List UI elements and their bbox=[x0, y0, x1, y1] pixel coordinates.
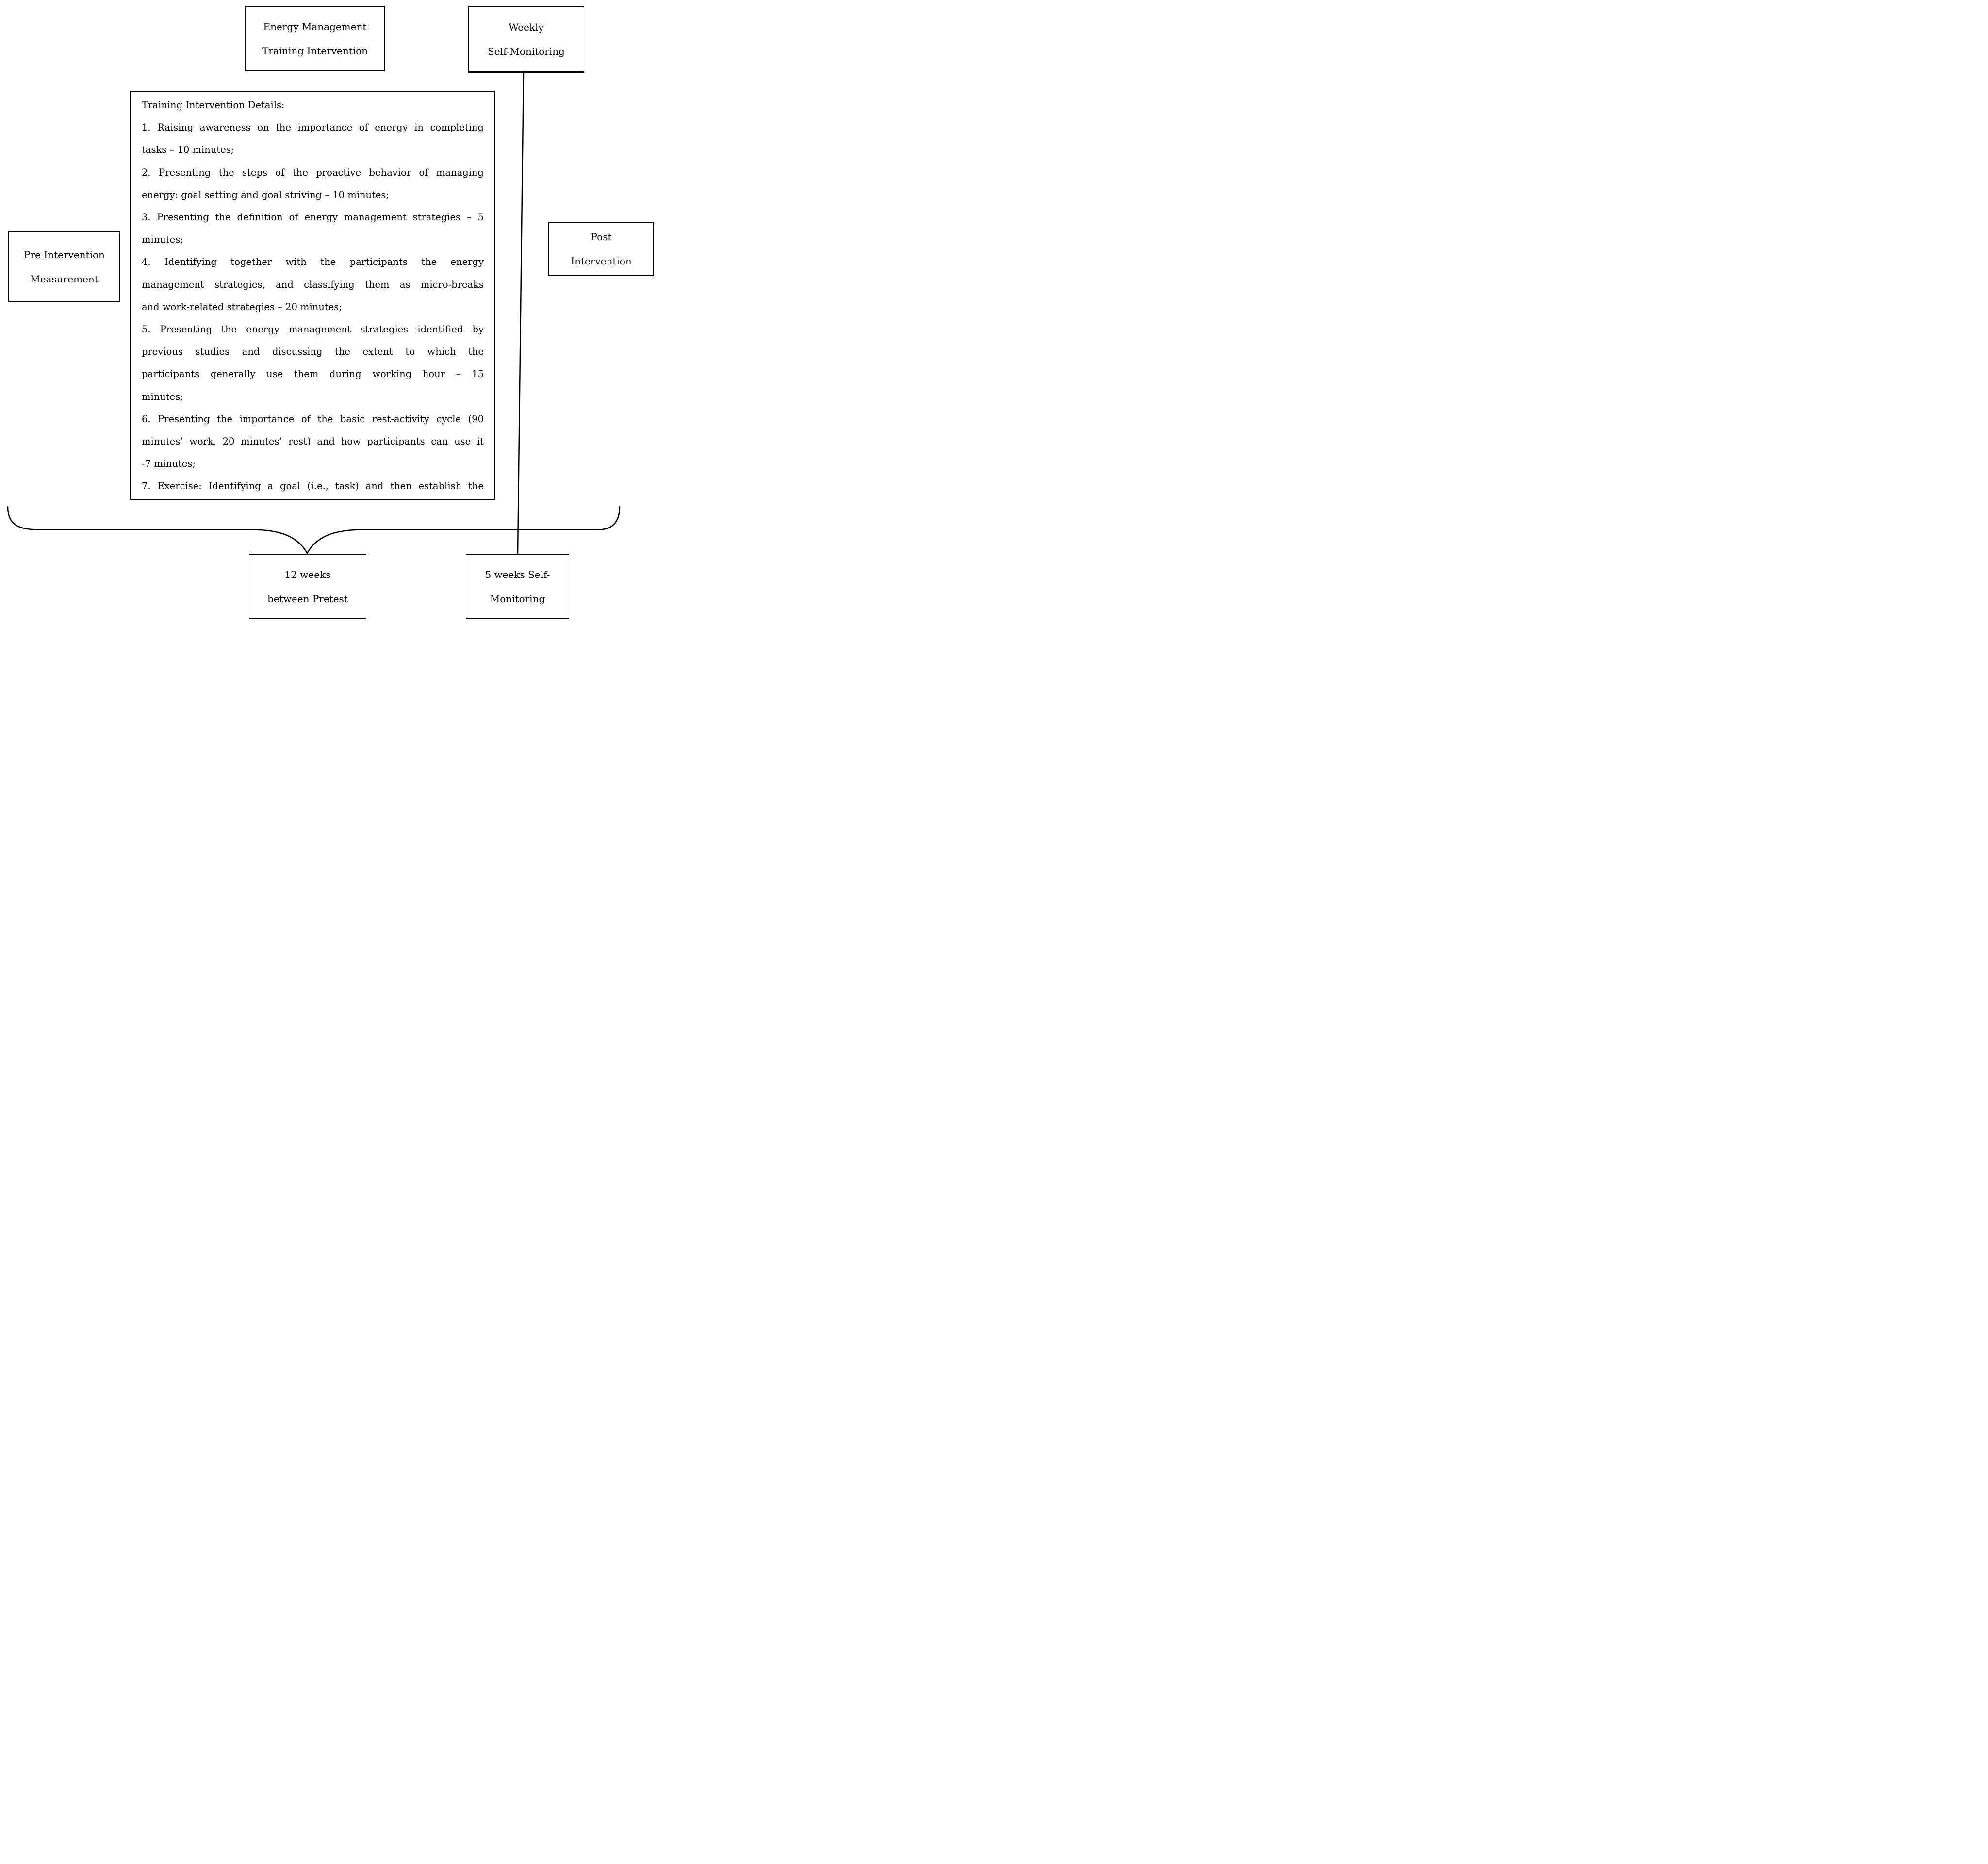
details-line: energy: goal setting and goal striving –… bbox=[142, 189, 390, 200]
twelve-weeks-label-line1: 12 weeks bbox=[284, 568, 331, 580]
weekly-label-line1: Weekly bbox=[509, 21, 544, 33]
study-design-diagram: Energy Management Training Intervention … bbox=[0, 0, 663, 622]
energy-training-label-line1: Energy Management bbox=[263, 20, 367, 33]
details-line: 2. Presenting the steps of the proactive… bbox=[142, 166, 484, 178]
weekly-self-monitoring-box: Weekly Self-Monitoring bbox=[468, 6, 584, 73]
details-line: 4. Identifying together with the partici… bbox=[142, 256, 484, 268]
details-line: 6. Presenting the importance of the basi… bbox=[142, 413, 484, 425]
post-intervention-label-line2: Intervention bbox=[571, 255, 632, 267]
connector-overlay bbox=[7, 72, 621, 555]
five-weeks-box: 5 weeks Self- Monitoring bbox=[466, 554, 569, 619]
weekly-label-line2: Self-Monitoring bbox=[488, 46, 565, 57]
training-details-box: Training Intervention Details: 1. Raising… bbox=[130, 91, 495, 500]
details-line: management strategies, and classifying t… bbox=[142, 279, 484, 290]
pre-intervention-box: Pre Intervention Measurement bbox=[8, 231, 120, 302]
details-line: minutes; bbox=[142, 234, 183, 246]
twelve-weeks-label-line2: between Pretest bbox=[267, 593, 348, 605]
weekly-to-five-weeks-connector bbox=[517, 72, 525, 554]
details-line: 5. Presenting the energy management stra… bbox=[142, 324, 484, 335]
energy-training-box: Energy Management Training Intervention bbox=[245, 6, 385, 71]
details-line: 3. Presenting the definition of energy m… bbox=[142, 212, 484, 223]
underbrace-curve bbox=[7, 506, 621, 555]
five-weeks-label-line1: 5 weeks Self- bbox=[485, 568, 550, 580]
pre-intervention-label-line2: Measurement bbox=[30, 273, 99, 285]
details-line: minutes; bbox=[142, 391, 183, 402]
post-intervention-label-line1: Post bbox=[591, 231, 612, 243]
energy-training-label-line2: Training Intervention bbox=[262, 45, 368, 57]
details-line: 7. Exercise: Identifying a goal (i.e., t… bbox=[142, 480, 484, 492]
post-intervention-box: Post Intervention bbox=[548, 222, 654, 276]
details-line: 1. Raising awareness on the importance o… bbox=[142, 122, 484, 133]
details-line: -7 minutes; bbox=[142, 458, 196, 470]
details-line: and work-related strategies – 20 minutes… bbox=[142, 301, 342, 313]
details-line: Training Intervention Details: bbox=[142, 99, 285, 111]
details-line: previous studies and discussing the exte… bbox=[142, 346, 484, 358]
twelve-weeks-box: 12 weeks between Pretest bbox=[249, 554, 366, 619]
details-lines: Training Intervention Details: 1. Raising… bbox=[131, 92, 494, 498]
five-weeks-label-line2: Monitoring bbox=[490, 593, 545, 605]
pre-intervention-label-line1: Pre Intervention bbox=[24, 248, 105, 261]
details-line: participants generally use them during w… bbox=[142, 368, 484, 380]
details-line: minutes’ work, 20 minutes’ rest) and how… bbox=[142, 436, 484, 447]
details-line: tasks – 10 minutes; bbox=[142, 144, 234, 156]
